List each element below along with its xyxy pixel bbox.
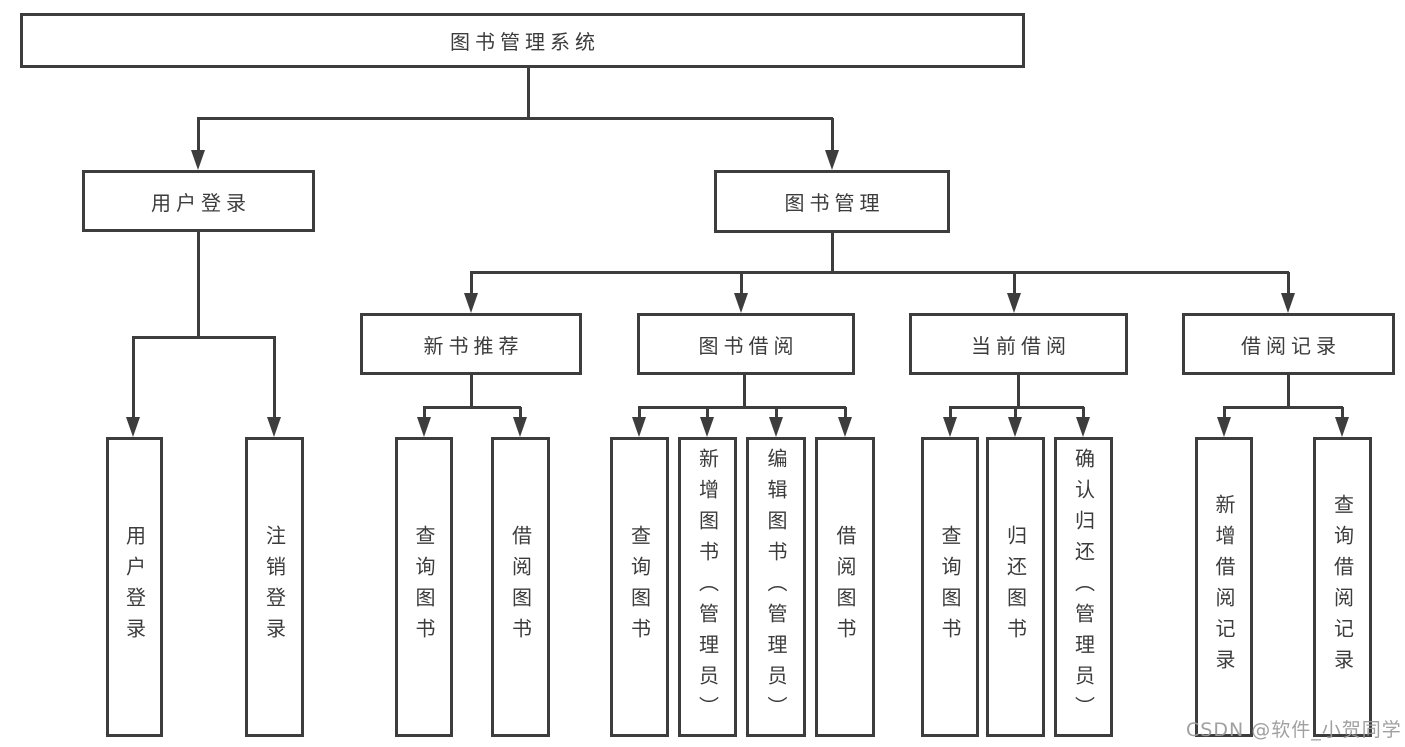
connector-line <box>775 407 778 421</box>
leaf-user-login: 用户登录 <box>106 437 163 737</box>
leaf-label: 借阅图书 <box>508 525 533 649</box>
connector-arrow-down <box>1008 417 1022 437</box>
connector-arrow-down <box>1281 293 1295 313</box>
node-label: 借阅记录 <box>1241 333 1341 358</box>
connector-line <box>273 337 276 421</box>
connector-line <box>519 407 522 421</box>
connector-arrow-down <box>734 293 748 313</box>
connector-line <box>470 374 473 408</box>
connector-line <box>132 337 135 421</box>
connector-arrow-down <box>1335 417 1349 437</box>
leaf-label: 编辑图书（管理员） <box>764 447 788 727</box>
connector-arrow-down <box>838 417 852 437</box>
connector-line <box>706 407 709 421</box>
connector-line <box>638 407 641 421</box>
connector-line <box>423 407 426 421</box>
connector-line <box>1013 272 1016 297</box>
connector-line <box>197 232 200 338</box>
leaf-query-borrow-record: 查询借阅记录 <box>1313 437 1372 737</box>
connector-arrow-down <box>513 417 527 437</box>
leaf-return-books: 归还图书 <box>986 437 1045 737</box>
connector-line <box>1341 407 1344 421</box>
connector-arrow-down <box>417 417 431 437</box>
leaf-confirm-return-admin: 确认归还（管理员） <box>1054 437 1113 737</box>
connector-line <box>638 406 846 409</box>
connector-line <box>470 271 1289 274</box>
connector-line <box>527 68 530 119</box>
leaf-label: 查询图书 <box>938 525 962 649</box>
connector-line <box>1017 374 1020 408</box>
connector-arrow-down <box>1076 417 1090 437</box>
connector-arrow-down <box>1007 293 1021 313</box>
connector-arrow-down <box>464 293 478 313</box>
connector-arrow-down <box>267 417 281 437</box>
leaf-label: 用户登录 <box>122 525 147 649</box>
connector-line <box>197 117 833 120</box>
node-new-book-recommend: 新书推荐 <box>360 313 582 375</box>
connector-line <box>831 118 834 152</box>
connector-line <box>197 118 200 152</box>
node-label: 新书推荐 <box>423 333 524 358</box>
connector-line <box>831 233 834 273</box>
leaf-borrow-books-borrowing: 借阅图书 <box>815 437 875 737</box>
connector-line <box>1082 407 1085 421</box>
node-library-management-system: 图书管理系统 <box>20 13 1025 68</box>
connector-line <box>1014 407 1017 421</box>
connector-line <box>1287 272 1290 297</box>
connector-arrow-down <box>825 150 839 170</box>
connector-line <box>1223 407 1226 421</box>
node-borrowing-records: 借阅记录 <box>1182 313 1395 375</box>
connector-line <box>470 272 473 297</box>
connector-line <box>743 374 746 408</box>
node-user-login: 用户登录 <box>82 170 315 232</box>
node-book-borrowing: 图书借阅 <box>637 313 855 375</box>
leaf-borrow-books-recommend: 借阅图书 <box>491 437 550 737</box>
node-label: 图书借阅 <box>698 333 799 358</box>
leaf-query-books-borrowing: 查询图书 <box>610 437 669 737</box>
leaf-edit-books-admin: 编辑图书（管理员） <box>746 437 806 737</box>
leaf-label: 注销登录 <box>262 525 287 649</box>
connector-line <box>1287 374 1290 408</box>
connector-arrow-down <box>191 150 205 170</box>
node-label: 当前借阅 <box>971 333 1071 358</box>
node-book-management: 图书管理 <box>714 170 950 233</box>
leaf-label: 查询图书 <box>627 525 652 649</box>
leaf-label: 新增借阅记录 <box>1212 494 1236 680</box>
connector-line <box>844 407 847 421</box>
connector-line <box>423 406 521 409</box>
leaf-add-books-admin: 新增图书（管理员） <box>678 437 737 737</box>
leaf-query-books-current: 查询图书 <box>921 437 979 737</box>
connector-arrow-down <box>1217 417 1231 437</box>
watermark: CSDN @软件_小贺同学 <box>1186 719 1402 741</box>
connector-arrow-down <box>700 417 714 437</box>
connector-arrow-down <box>769 417 783 437</box>
leaf-label: 新增图书（管理员） <box>695 447 720 727</box>
connector-line <box>949 407 952 421</box>
node-label: 图书管理系统 <box>450 30 600 54</box>
connector-line <box>740 272 743 297</box>
connector-line <box>1223 406 1343 409</box>
leaf-label: 归还图书 <box>1003 525 1028 649</box>
leaf-add-borrow-record: 新增借阅记录 <box>1195 437 1253 737</box>
connector-arrow-down <box>943 417 957 437</box>
leaf-label: 查询借阅记录 <box>1330 494 1355 680</box>
node-label: 用户登录 <box>151 190 251 215</box>
leaf-label: 确认归还（管理员） <box>1071 447 1096 727</box>
leaf-label: 查询图书 <box>412 525 436 649</box>
leaf-logout: 注销登录 <box>245 437 304 737</box>
node-label: 图书管理 <box>784 191 885 215</box>
connector-arrow-down <box>632 417 646 437</box>
leaf-query-books-recommend: 查询图书 <box>395 437 453 737</box>
connector-arrow-down <box>126 417 140 437</box>
leaf-label: 借阅图书 <box>833 525 857 649</box>
node-current-borrowing: 当前借阅 <box>909 313 1128 375</box>
connector-line <box>132 336 276 339</box>
